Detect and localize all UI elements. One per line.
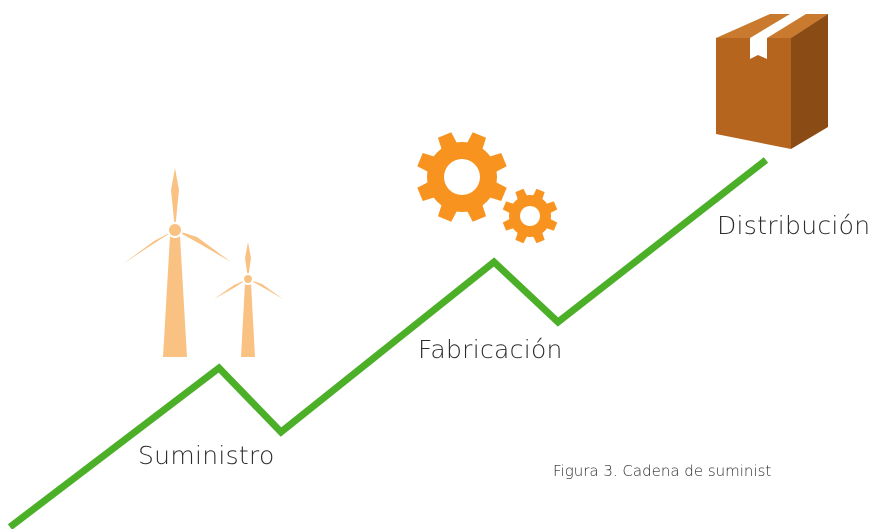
stage-label-fabricacion: Fabricación [418, 335, 563, 364]
wind-turbine-icon [123, 168, 283, 357]
stage-label-suministro: Suministro [138, 441, 275, 470]
gear-shape [417, 132, 507, 222]
figure-caption: Figura 3. Cadena de suminist [553, 462, 772, 480]
gears-icon [417, 132, 558, 244]
gear-shape [502, 188, 558, 244]
large-wind-turbine [123, 168, 231, 357]
supply-chain-path [7, 157, 769, 529]
small-wind-turbine [214, 242, 283, 357]
small-gear-icon [502, 188, 558, 244]
stage-label-distribucion: Distribución [717, 211, 871, 240]
large-gear-icon [417, 132, 507, 222]
box-icon [716, 14, 828, 149]
